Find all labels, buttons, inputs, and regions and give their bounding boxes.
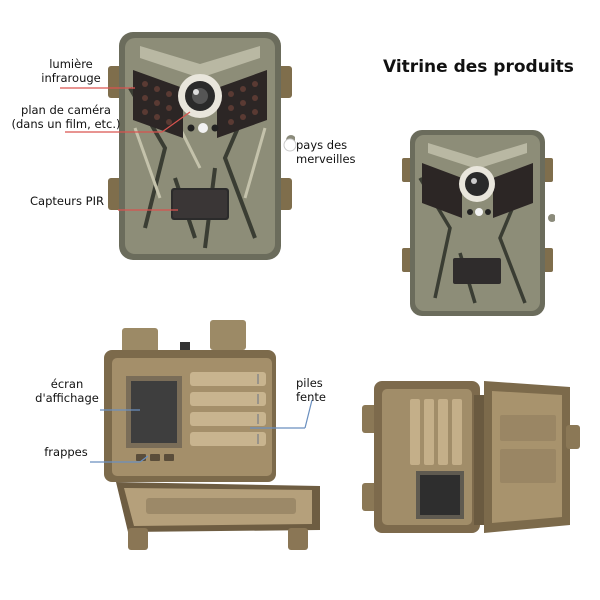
infrared-label-line2: infrarouge xyxy=(41,71,101,85)
wonderland-label: pays des merveilles xyxy=(296,138,362,166)
lock-marker-icon xyxy=(283,138,297,152)
pir-label: Capteurs PIR xyxy=(18,194,116,208)
keys-label: frappes xyxy=(40,445,92,459)
trail-camera-open-side-image xyxy=(362,381,580,533)
screen-label-line2: d'affichage xyxy=(35,391,99,405)
wonderland-label-line2: merveilles xyxy=(296,152,356,166)
pir-label-text: Capteurs PIR xyxy=(30,194,104,208)
keys-label-text: frappes xyxy=(44,445,88,459)
infrared-label: lumière infrarouge xyxy=(30,57,112,85)
trail-camera-front-image xyxy=(108,32,295,260)
camera-label-line1: plan de caméra xyxy=(21,103,111,117)
batteries-label: piles fente xyxy=(296,376,336,404)
camera-callout-line-diag xyxy=(161,111,191,133)
screen-label: écran d'affichage xyxy=(32,377,102,405)
camera-label: plan de caméra (dans un film, etc.) xyxy=(2,103,130,131)
batteries-label-line1: piles xyxy=(296,376,323,390)
wonderland-label-line1: pays des xyxy=(296,138,348,152)
camera-label-line2: (dans un film, etc.) xyxy=(11,117,121,131)
trail-camera-open-front-image xyxy=(104,320,320,550)
trail-camera-showcase-image xyxy=(402,130,555,316)
batteries-label-line2: fente xyxy=(296,390,326,404)
screen-label-line1: écran xyxy=(50,377,84,391)
showcase-title: Vitrine des produits xyxy=(383,57,574,77)
infrared-label-line1: lumière xyxy=(49,57,93,71)
keys-callout-line-diag xyxy=(139,455,149,463)
batteries-callout-line-diag xyxy=(304,399,313,429)
